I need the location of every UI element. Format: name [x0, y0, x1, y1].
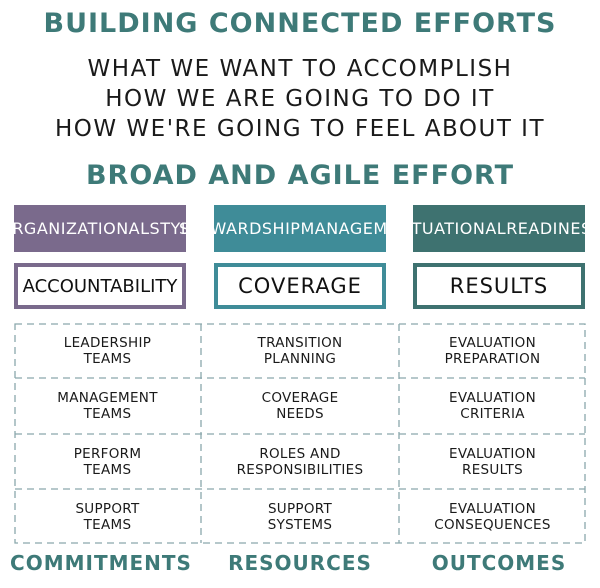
subheading: BROAD AND AGILE EFFORT [85, 160, 515, 191]
category-line: STYLE [149, 219, 201, 238]
grid-cell: EVALUATION CONSEQUENCES [399, 489, 586, 544]
category-line: STEWARDSHIP [179, 219, 301, 238]
category-stewardship-management: STEWARDSHIP MANAGEMENT [179, 205, 420, 252]
category-line: ORGANIZATIONAL [0, 219, 150, 238]
category-line: SITUATIONAL [395, 219, 507, 238]
category-line: MANAGEMENT [300, 219, 421, 238]
cell-line: ROLES AND [259, 445, 341, 462]
cell-line: CONSEQUENCES [434, 516, 551, 533]
grid-cell: SUPPORT TEAMS [14, 489, 201, 544]
cell-line: PREPARATION [444, 350, 541, 367]
grid-cell: COVERAGE NEEDS [201, 378, 399, 434]
grid-cell: EVALUATION CRITERIA [399, 378, 586, 434]
subline-do: HOW WE ARE GOING TO DO IT [105, 86, 495, 112]
grid-cell: ROLES AND RESPONSIBILITIES [201, 434, 399, 489]
cell-line: TRANSITION [257, 334, 343, 351]
cell-line: PERFORM [73, 445, 142, 462]
grid-cell: SUPPORT SYSTEMS [201, 489, 399, 544]
cell-line: TEAMS [83, 516, 132, 533]
grid-cell: PERFORM TEAMS [14, 434, 201, 489]
cell-line: EVALUATION [448, 445, 536, 462]
cell-line: RESPONSIBILITIES [236, 461, 364, 478]
key-results: RESULTS [413, 263, 585, 309]
cell-line: RESULTS [462, 461, 523, 478]
footer-commitments: COMMITMENTS [10, 551, 192, 575]
subline-feel: HOW WE'RE GOING TO FEEL ABOUT IT [54, 116, 546, 142]
cell-line: PLANNING [263, 350, 337, 367]
grid-lines [14, 323, 586, 544]
grid-cell: LEADERSHIP TEAMS [14, 323, 201, 378]
cell-line: TEAMS [83, 350, 132, 367]
grid-cell: TRANSITION PLANNING [201, 323, 399, 378]
cell-line: EVALUATION [448, 334, 536, 351]
cell-line: COVERAGE [261, 390, 339, 406]
diagram-title: BUILDING CONNECTED EFFORTS [43, 8, 557, 39]
cell-line: EVALUATION [448, 390, 536, 406]
footer-outcomes: OUTCOMES [431, 551, 567, 575]
cell-line: EVALUATION [448, 500, 536, 517]
cell-line: TEAMS [83, 461, 132, 478]
grid-cell: MANAGEMENT TEAMS [14, 378, 201, 434]
subline-accomplish: WHAT WE WANT TO ACCOMPLISH [87, 56, 513, 82]
item-grid: LEADERSHIP TEAMS MANAGEMENT TEAMS PERFOR… [14, 323, 586, 544]
cell-line: LEADERSHIP [63, 334, 152, 351]
grid-cell: EVALUATION PREPARATION [399, 323, 586, 378]
cell-line: CRITERIA [460, 406, 525, 422]
category-organizational-style: ORGANIZATIONAL STYLE [0, 205, 200, 252]
category-line: READINESS [506, 219, 600, 238]
cell-line: TEAMS [83, 406, 132, 422]
cell-line: SUPPORT [75, 500, 140, 517]
cell-line: SUPPORT [267, 500, 333, 517]
footer-resources: RESOURCES [228, 551, 372, 575]
cell-line: SYSTEMS [267, 516, 333, 533]
key-accountability: ACCOUNTABILITY [14, 263, 186, 309]
grid-cell: EVALUATION RESULTS [399, 434, 586, 489]
cell-line: MANAGEMENT [57, 390, 158, 406]
cell-line: NEEDS [276, 406, 324, 422]
key-coverage: COVERAGE [214, 263, 386, 309]
category-situational-readiness: SITUATIONAL READINESS [396, 205, 600, 252]
